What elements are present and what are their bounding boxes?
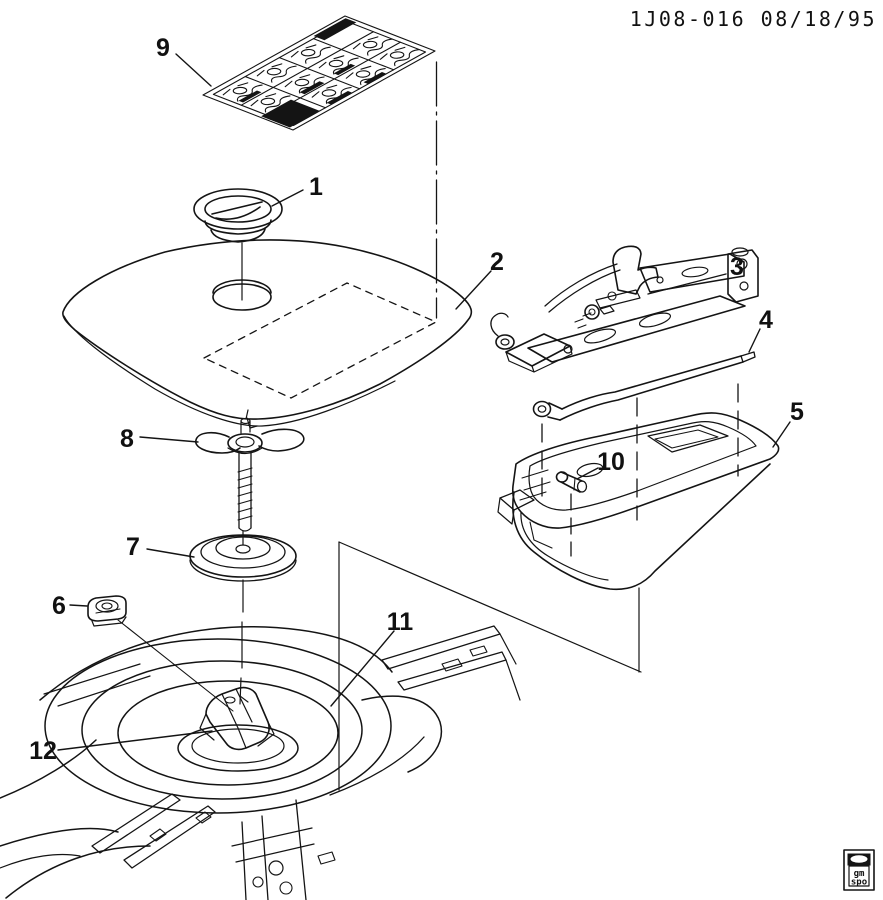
stowage-tray bbox=[497, 412, 780, 591]
instruction-label bbox=[203, 0, 435, 130]
wheel-wrench bbox=[532, 351, 756, 421]
boundary-line-diagonal bbox=[338, 541, 642, 673]
callout-3: 3 bbox=[730, 253, 744, 281]
retainer-cap bbox=[193, 188, 283, 243]
leader-line-2 bbox=[455, 270, 492, 310]
diagram-code-and-date: 1J08-016 08/18/95 bbox=[630, 7, 877, 31]
logo-line2: spo bbox=[851, 878, 867, 888]
leader-line-10 bbox=[576, 467, 599, 480]
leader-line-6 bbox=[69, 604, 88, 607]
leader-line-4 bbox=[748, 328, 761, 353]
stowage-bolt bbox=[555, 471, 588, 493]
hold-down-bracket bbox=[199, 686, 275, 751]
callout-5: 5 bbox=[790, 398, 804, 426]
leader-line-8 bbox=[139, 436, 199, 443]
scissor-jack bbox=[490, 245, 759, 373]
leader-line-9 bbox=[175, 53, 212, 87]
leader-line-12 bbox=[57, 730, 213, 751]
leader-line-6-to-bracket bbox=[117, 619, 234, 712]
callout-12: 12 bbox=[29, 737, 57, 765]
u-nut-clip bbox=[87, 595, 127, 627]
cover-panel bbox=[62, 239, 473, 429]
callout-11: 11 bbox=[387, 608, 414, 636]
callout-10: 10 bbox=[597, 448, 625, 476]
leader-line-7 bbox=[146, 548, 195, 558]
callout-2: 2 bbox=[490, 248, 504, 276]
callout-7: 7 bbox=[126, 533, 140, 561]
gm-spo-logo bbox=[843, 849, 875, 891]
label-black-swatch bbox=[261, 99, 320, 128]
label-black-bar bbox=[313, 18, 357, 41]
leader-line-5 bbox=[772, 421, 791, 448]
leader-line-11 bbox=[330, 630, 395, 707]
gm-logo-ellipse bbox=[850, 855, 868, 863]
leader-line-3 bbox=[647, 273, 727, 295]
callout-6: 6 bbox=[52, 592, 66, 620]
spare-tire-well bbox=[0, 625, 521, 900]
logo-line1: gm bbox=[854, 869, 865, 879]
wing-bolt bbox=[195, 409, 305, 532]
callout-1: 1 bbox=[309, 173, 323, 201]
leader-line-1 bbox=[271, 189, 304, 207]
callout-8: 8 bbox=[120, 425, 134, 453]
callout-4: 4 bbox=[759, 306, 773, 334]
label-position-outline bbox=[203, 282, 437, 399]
assembly-line-disc-to-bracket bbox=[239, 579, 244, 705]
callout-9: 9 bbox=[156, 34, 170, 62]
